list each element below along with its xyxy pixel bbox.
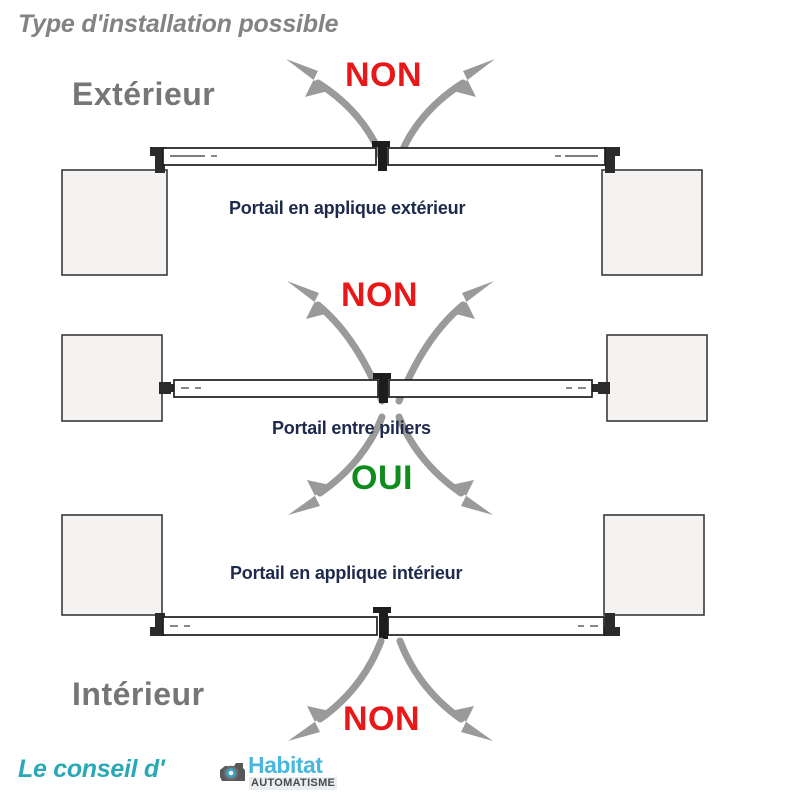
swing-arrow-down-right-icon [395, 413, 493, 515]
advice-text: Le conseil d' [18, 755, 165, 783]
pillar-right [603, 514, 705, 616]
pillar-left [61, 334, 163, 422]
habitat-automatisme-logo[interactable]: Habitat AUTOMATISME [218, 752, 346, 791]
gate-label-between-pillars: Portail entre piliers [272, 418, 431, 438]
pillar-right [606, 334, 708, 422]
center-stop [373, 373, 391, 403]
center-stop [372, 141, 390, 171]
gate-leaf-right [387, 147, 606, 166]
swing-arrow-down-right-icon [396, 637, 493, 741]
logo-brand-text: Habitat [248, 752, 323, 778]
gate-leaf-left [173, 379, 379, 398]
gate-leaf-left [162, 147, 377, 166]
gate-leaf-right [388, 379, 593, 398]
pillar-right [601, 169, 703, 276]
logo-sub-text: AUTOMATISME [249, 777, 338, 790]
hinge-right-icon [604, 613, 620, 636]
hinge-left-icon [150, 613, 166, 636]
side-label-exterior: Extérieur [72, 76, 216, 112]
verdict-between-pillars-bottom: OUI [351, 459, 413, 497]
verdict-interior-mount: NON [343, 700, 421, 738]
camera-motor-icon [220, 763, 245, 781]
gate-label-exterior-mount: Portail en applique extérieur [229, 198, 466, 218]
verdict-between-pillars-top: NON [341, 276, 419, 314]
hinge-right-icon [604, 147, 620, 173]
gate-leaf-right [387, 616, 605, 636]
row-between-pillars-graphic [61, 281, 708, 515]
hinge-left-icon [159, 382, 177, 394]
gate-leaf-left [162, 616, 378, 636]
pillar-left [61, 169, 168, 276]
swing-arrow-down-left-icon [288, 413, 386, 515]
center-stop [373, 607, 391, 639]
side-label-interior: Intérieur [72, 676, 205, 712]
hinge-left-icon [150, 147, 166, 173]
gate-label-interior-mount: Portail en applique intérieur [230, 563, 463, 583]
hinge-right-icon [592, 382, 610, 394]
row-exterior-mount-graphic [61, 59, 703, 276]
pillar-left [61, 514, 163, 616]
row-interior-mount-graphic [61, 514, 705, 741]
swing-arrow-down-left-icon [288, 637, 385, 741]
page-title: Type d'installation possible [18, 10, 339, 38]
verdict-exterior-mount: NON [345, 56, 423, 94]
